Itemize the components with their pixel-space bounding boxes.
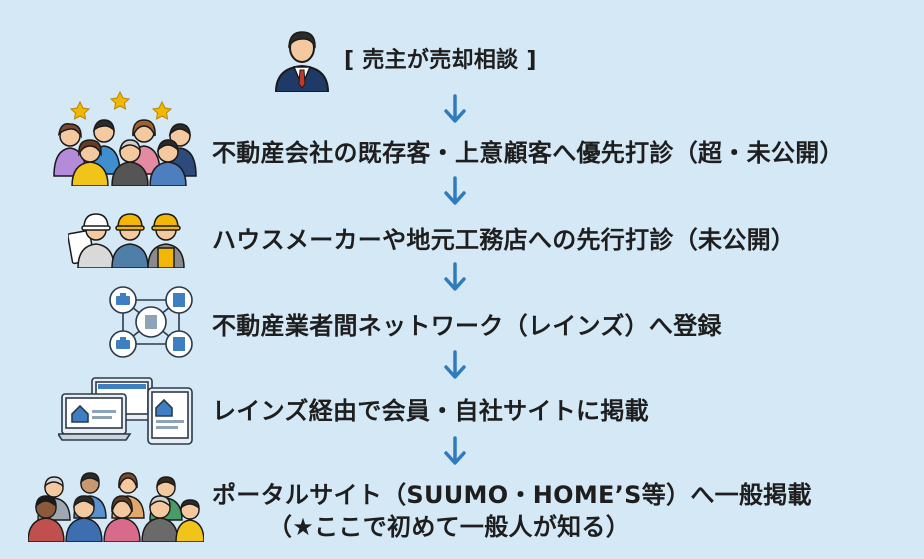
devices-icon	[58, 374, 196, 446]
down-arrow-icon	[443, 94, 467, 124]
step-1-text: 不動産会社の既存客・上意顧客へ優先打診（超・未公開）	[212, 139, 844, 167]
step-5-text: ポータルサイト（SUUMO・HOME’S等）へ一般掲載	[212, 481, 812, 509]
seller-icon	[272, 28, 332, 92]
network-icon	[107, 284, 195, 360]
down-arrow-icon	[443, 262, 467, 292]
crowd-icon	[28, 458, 204, 542]
step-4-text: レインズ経由で会員・自社サイトに掲載	[212, 397, 649, 425]
step-2-text: ハウスメーカーや地元工務店への先行打診（未公開）	[212, 226, 796, 254]
customer-group-icon	[50, 88, 200, 186]
down-arrow-icon	[443, 176, 467, 206]
builders-icon	[68, 206, 192, 268]
seller-label: [ 売主が売却相談 ]	[344, 48, 537, 73]
down-arrow-icon	[443, 436, 467, 466]
step-3-text: 不動産業者間ネットワーク（レインズ）へ登録	[212, 312, 722, 340]
down-arrow-icon	[443, 350, 467, 380]
step-5-subtext: （★ここで初めて一般人が知る）	[268, 513, 631, 541]
